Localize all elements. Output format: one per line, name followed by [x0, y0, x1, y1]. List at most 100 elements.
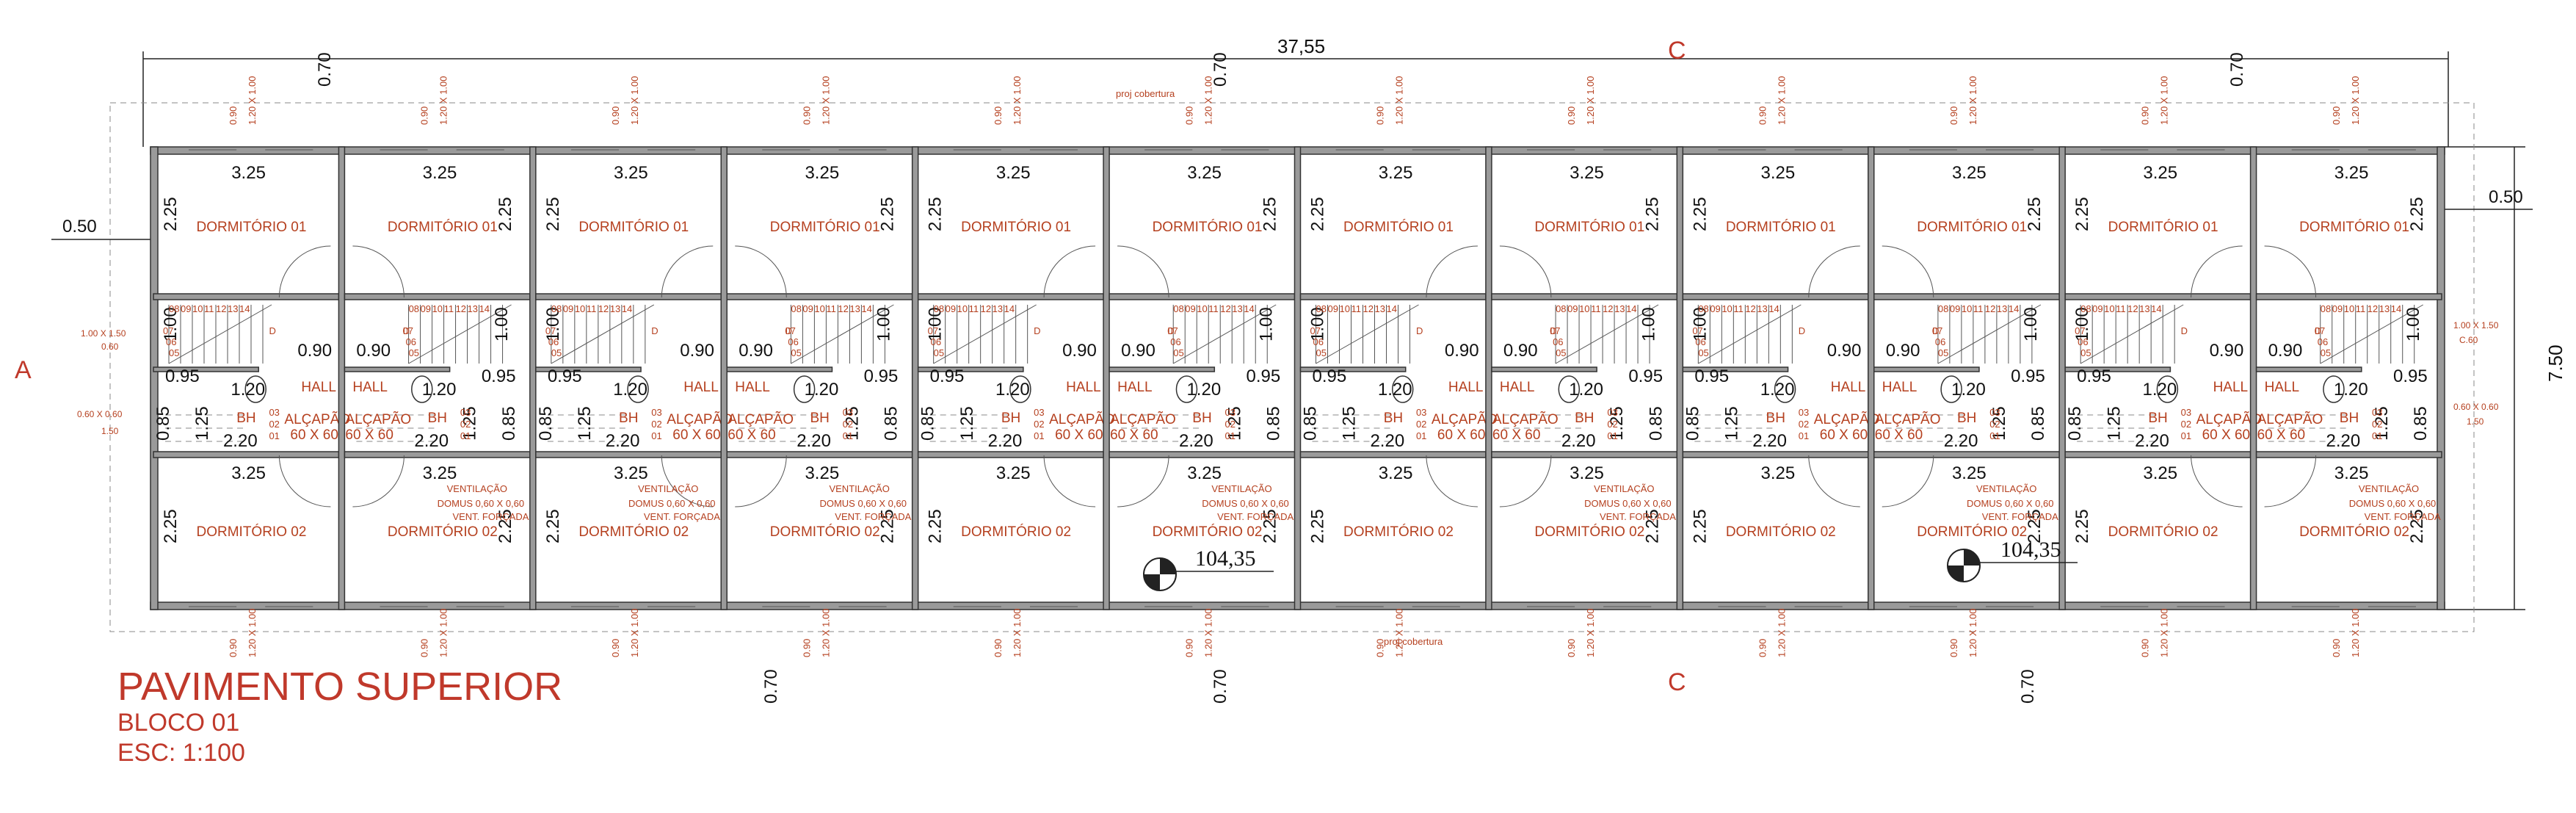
party-wall — [1294, 146, 1302, 610]
room-bedroom-1: DORMITÓRIO 01 — [770, 219, 880, 235]
room-hall: HALL — [735, 380, 770, 395]
stair-step-s08: 08 — [1698, 303, 1708, 314]
dim-095: 0.95 — [548, 366, 582, 386]
bath-step-s01: 01 — [651, 430, 661, 441]
bath-step-s01: 01 — [460, 430, 471, 441]
stair-step-s06: 06 — [1170, 336, 1180, 347]
stair-step-s13: 13 — [228, 303, 238, 314]
dim-hall-090: 0.90 — [739, 341, 773, 361]
stair-step-s13: 13 — [2139, 303, 2149, 314]
dim-220: 2.20 — [1752, 431, 1787, 451]
stair-step-s10: 10 — [1197, 303, 1207, 314]
side-window-left-2: 0.60 — [101, 342, 119, 352]
bath-step-s01: 01 — [1989, 430, 2000, 441]
window-label-top-1: 0.90 — [1375, 106, 1386, 125]
stair-step-s06: 06 — [1313, 336, 1324, 347]
window-label-bottom-1: 0.90 — [1375, 639, 1386, 657]
stair-step-s11: 11 — [587, 303, 597, 314]
dim-100: 1.00 — [1639, 307, 1658, 342]
svg-text:104,35: 104,35 — [1195, 546, 1256, 571]
dim-120: 1.20 — [1760, 380, 1795, 400]
stair-step-s12: 12 — [2368, 303, 2378, 314]
dim-095: 0.95 — [2011, 366, 2045, 386]
stair-step-s09: 09 — [802, 303, 813, 314]
stair-step-s08: 08 — [791, 303, 801, 314]
stair-step-s10: 10 — [2344, 303, 2354, 314]
room-bathroom: BH — [2340, 411, 2359, 426]
wall-bedroom1 — [1299, 293, 1487, 300]
dim-bottom-width: 3.25 — [996, 463, 1031, 483]
stair-step-s09: 09 — [563, 303, 573, 314]
room-hatch: ALÇAPÃO — [1110, 411, 1176, 427]
bath-step-s02: 02 — [1799, 419, 1809, 430]
side-window-right-3: 0.60 X 0.60 — [2453, 402, 2499, 412]
drawing-block: BLOCO 01 — [117, 709, 239, 737]
stair-step-s06: 06 — [2078, 336, 2088, 347]
stair-step-s07: 07 — [1550, 325, 1560, 336]
dim-top-width: 3.25 — [1379, 163, 1413, 183]
dim-100: 1.00 — [2403, 307, 2423, 342]
stair-step-s11: 11 — [1733, 303, 1744, 314]
stair-step-s12: 12 — [598, 303, 609, 314]
bath-step-s03: 03 — [1034, 407, 1044, 418]
elevation-marker-1: 104,35 — [1143, 546, 1274, 591]
side-window-right-4: 1.50 — [2467, 416, 2484, 427]
dim-100: 1.00 — [874, 307, 894, 342]
stair-step-s06: 06 — [2318, 336, 2328, 347]
dim-100: 1.00 — [1257, 307, 1277, 342]
window-label-bottom-1: 0.90 — [993, 639, 1004, 657]
dim-bedroom1-depth: 2.25 — [2025, 197, 2045, 231]
dim-bedroom1-depth: 2.25 — [543, 197, 563, 231]
room-hall: HALL — [2265, 380, 2300, 395]
dim-hall-090: 0.90 — [1886, 341, 1920, 361]
dim-220: 2.20 — [606, 431, 640, 451]
axis-a-label: A — [15, 356, 32, 384]
stair-step-s07: 07 — [2075, 325, 2085, 336]
stair-step-s10: 10 — [814, 303, 824, 314]
window-label-top-2: 1.20 X 1.00 — [1202, 76, 1213, 126]
room-bathroom: BH — [1575, 411, 1594, 426]
window-label-top-1: 0.90 — [2331, 106, 2342, 125]
stair-step-s07: 07 — [1932, 325, 1942, 336]
drawing-title: PAVIMENTO SUPERIOR — [117, 665, 562, 709]
dim-220: 2.20 — [2326, 431, 2361, 451]
dim-bedroom2-depth: 2.25 — [2025, 509, 2045, 543]
window-label-top-2: 1.20 X 1.00 — [2158, 76, 2169, 126]
room-bedroom-2: DORMITÓRIO 02 — [388, 524, 498, 540]
window-label-bottom-2: 1.20 X 1.00 — [629, 609, 640, 658]
title-block: PAVIMENTO SUPERIOR BLOCO 01 ESC: 1:100 — [117, 665, 562, 767]
dim-220: 2.20 — [414, 431, 449, 451]
forced-vent-label: VENT. FORÇADA — [1600, 511, 1676, 522]
wall-bedroom2 — [535, 451, 722, 458]
bath-step-s02: 02 — [843, 419, 853, 430]
stair-step-s13: 13 — [849, 303, 860, 314]
roof-projection-label-top: proj cobertura — [1116, 88, 1175, 99]
stair-step-s09: 09 — [1185, 303, 1195, 314]
wall-bath — [1682, 366, 1789, 372]
window-label-bottom-2: 1.20 X 1.00 — [1012, 609, 1023, 658]
dim-085: 0.85 — [153, 406, 173, 441]
window-label-bottom-1: 0.90 — [1566, 639, 1577, 657]
room-hatch: ALÇAPÃO — [1875, 411, 1941, 427]
dim-bottom-width: 3.25 — [2334, 463, 2369, 483]
bath-step-s02: 02 — [1989, 419, 2000, 430]
stair-step-s10: 10 — [1962, 303, 1972, 314]
dim-120: 1.20 — [805, 380, 839, 400]
dim-bedroom1-depth: 2.25 — [1260, 197, 1280, 231]
dim-085: 0.85 — [1646, 406, 1666, 441]
stair-step-s11: 11 — [2116, 303, 2126, 314]
window-label-top-1: 0.90 — [2139, 106, 2150, 125]
overall-width-label: 37,55 — [1277, 35, 1325, 57]
ventilation-label: VENTILAÇÃO — [1211, 483, 1271, 494]
room-hatch: ALÇAPÃO — [1432, 411, 1498, 427]
dim-220: 2.20 — [797, 431, 831, 451]
wall-bedroom2 — [1873, 451, 2060, 458]
dim-bedroom1-depth: 2.25 — [1308, 197, 1328, 231]
ventilation-label: VENTILAÇÃO — [2359, 483, 2419, 494]
hatch-size: 60 X 60 — [1110, 427, 1158, 443]
room-bedroom-2: DORMITÓRIO 02 — [1534, 524, 1644, 540]
